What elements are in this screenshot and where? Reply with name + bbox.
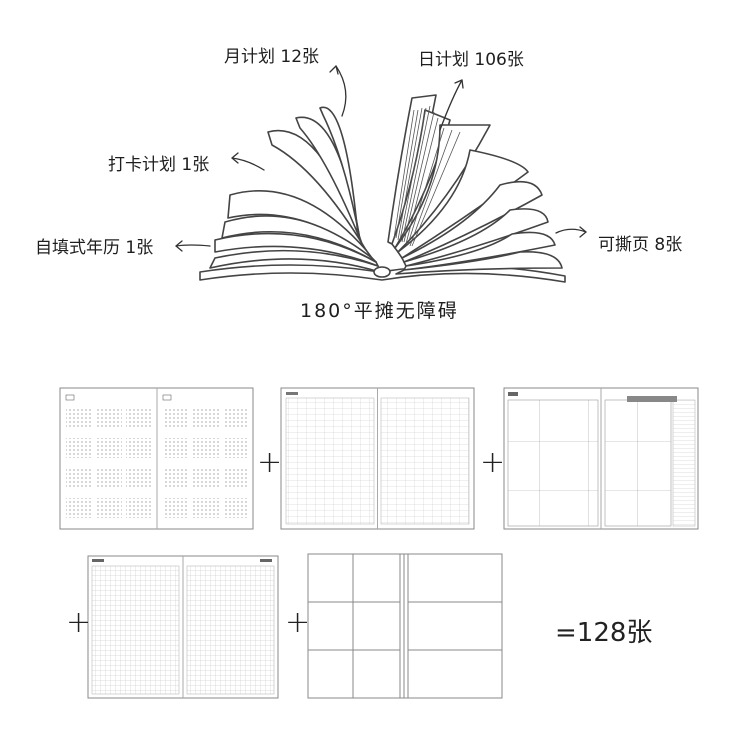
tearable-pages-label: 可撕页 8张	[598, 235, 683, 255]
daily-plan-label: 日计划 106张	[418, 50, 524, 70]
calendar-spread-thumbnail	[59, 387, 254, 530]
tearable-spread-thumbnail	[307, 553, 503, 699]
calendar-label: 自填式年历 1张	[35, 238, 154, 258]
daily-spread-thumbnail	[87, 555, 279, 699]
checkin-spread-thumbnail	[280, 387, 475, 530]
checkin-plan-label: 打卡计划 1张	[108, 155, 210, 175]
plus-sign-2: +	[480, 445, 506, 480]
plus-sign-4: +	[285, 605, 311, 640]
monthly-spread-thumbnail	[503, 387, 699, 530]
monthly-plan-label: 月计划 12张	[224, 47, 320, 67]
flat-open-caption: 180°平摊无障碍	[300, 300, 459, 322]
plus-sign-1: +	[257, 445, 283, 480]
plus-sign-3: +	[66, 605, 92, 640]
total-count: =128张	[555, 618, 653, 648]
